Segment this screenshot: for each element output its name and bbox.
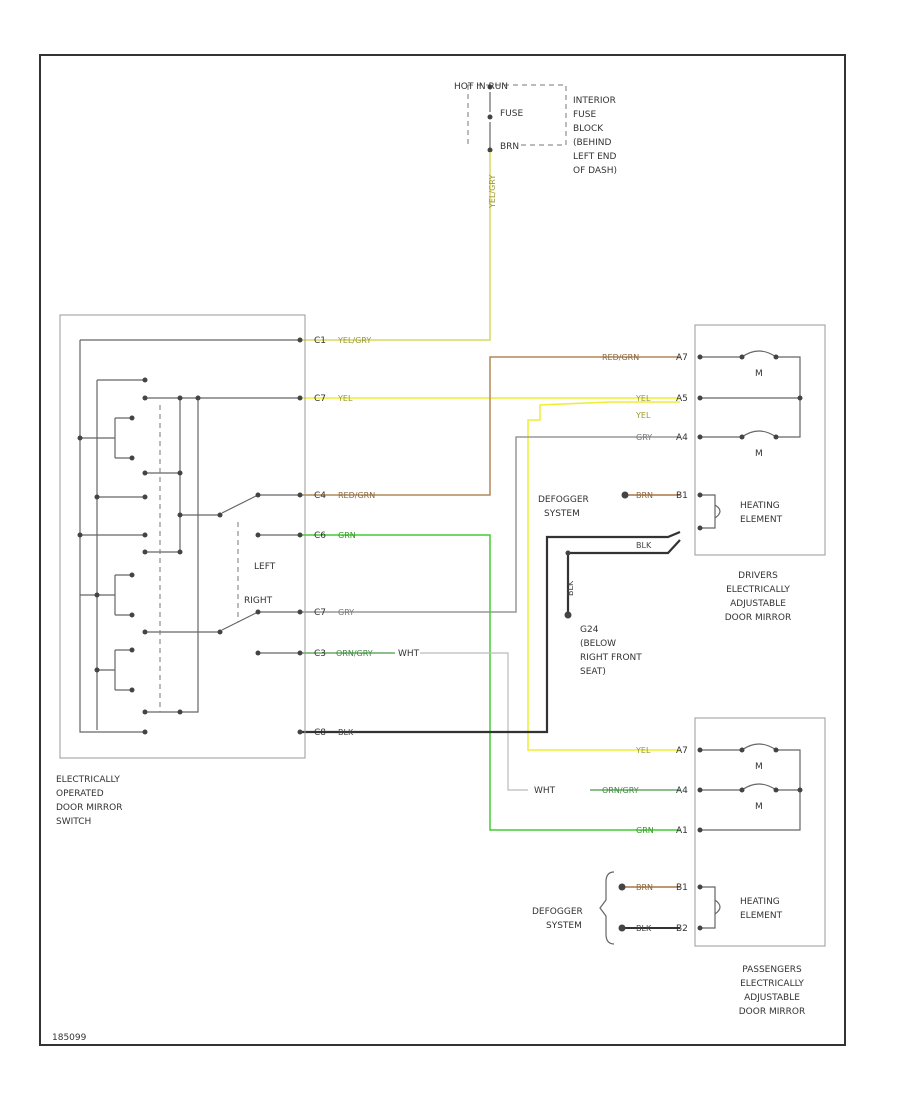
passenger-wire-3: GRN [636,826,654,835]
switch-pin-c8-wire: BLK [338,728,354,737]
passenger-defog-1: DEFOGGER [532,907,583,917]
driver-wire-1: RED/GRN [602,353,639,362]
passenger-pin-2: A4 [676,786,688,796]
wire-yel-passenger [527,401,680,751]
passenger-wht-label: WHT [534,786,556,796]
passenger-pin-3: A1 [676,826,688,836]
passenger-name-4: DOOR MIRROR [739,1007,805,1017]
passenger-pin-1: A7 [676,746,688,756]
fuse-block-desc-5: LEFT END [573,152,616,162]
fuse-hot-label: HOT IN RUN [454,82,508,92]
ground-name-1: G24 [580,625,599,635]
passenger-defog-2: SYSTEM [546,921,582,931]
switch-name-2: OPERATED [56,789,104,799]
passenger-defog-pin-blk: B2 [676,924,688,934]
driver-pin-2: A5 [676,394,688,404]
switch-pin-c7b: C7 [314,608,326,618]
wire-grn [300,534,680,831]
driver-name-2: ELECTRICALLY [726,585,790,595]
passenger-mirror: M M YEL A7 WHT ORN/GRY A4 GRN A1 DEFOGGE… [532,717,826,1017]
fuse-block-desc-6: OF DASH) [573,166,617,176]
switch-pin-c7a: C7 [314,394,326,404]
driver-element-2: ELEMENT [740,515,783,525]
passenger-defog-wire-blk: BLK [636,924,652,933]
driver-wire-2: YEL [635,394,651,403]
passenger-name-1: PASSENGERS [742,965,802,975]
driver-motor-1: M [755,369,763,379]
fuse-label: FUSE [500,109,523,119]
switch-pin-c3-wire: ORN/GRY [336,649,373,658]
driver-element-1: HEATING [740,501,780,511]
fuse-block-desc-1: INTERIOR [573,96,616,106]
fuse-block-desc-2: FUSE [573,110,596,120]
passenger-motor-1: M [755,762,763,772]
switch-pin-c1-wire: YEL/GRY [337,336,371,345]
driver-wire-3: GRY [636,433,652,442]
driver-pin-1: A7 [676,353,688,363]
wires [300,152,681,929]
switch-pin-c7b-wire: GRY [338,608,354,617]
ground-name-3: RIGHT FRONT [580,653,642,663]
passenger-name-2: ELECTRICALLY [740,979,804,989]
switch-pin-c4: C4 [314,491,326,501]
driver-name-4: DOOR MIRROR [725,613,791,623]
wire-wht [420,652,528,791]
passenger-wire-2: ORN/GRY [602,786,639,795]
driver-defog-2: SYSTEM [544,509,580,519]
driver-name-1: DRIVERS [738,571,778,581]
switch-name-1: ELECTRICALLY [56,775,120,785]
switch-pin-c3: C3 [314,649,326,659]
wire-gry [300,436,680,613]
wire-blk-ground [566,539,681,615]
switch-pin-c4-wire: RED/GRN [338,491,375,500]
passenger-motor-2: M [755,802,763,812]
wire-yel-gry [300,152,491,341]
switch-name-3: DOOR MIRROR [56,803,122,813]
driver-name-3: ADJUSTABLE [730,599,786,609]
passenger-defog-pin-brn: B1 [676,883,688,893]
passenger-wire-1: YEL [635,746,651,755]
fuse-block-desc-4: (BEHIND [573,138,612,148]
fuse-block-desc-3: BLOCK [573,124,604,134]
mirror-switch: LEFT RIGHT C1 YEL/GRY C7 YEL C4 RED/GRN … [56,314,420,827]
passenger-name-3: ADJUSTABLE [744,993,800,1003]
driver-yel-branch: YEL [635,411,651,420]
fuse-wire-label: YEL/GRY [488,175,497,209]
ground-g24: BLK G24 (BELOW RIGHT FRONT SEAT) [564,550,642,677]
figure-code: 185099 [52,1033,87,1043]
driver-defog-1: DEFOGGER [538,495,589,505]
driver-defog-pin-brn: B1 [676,491,688,501]
driver-pin-3: A4 [676,433,688,443]
wire-blk [300,530,681,734]
switch-pin-c6-wire: GRN [338,531,356,540]
switch-pin-c6: C6 [314,531,326,541]
driver-mirror: M M RED/GRN A7 YEL A5 YEL GRY A4 DEFOGGE… [538,324,826,623]
passenger-element-1: HEATING [740,897,780,907]
switch-name-4: SWITCH [56,817,91,827]
fuse-brn-label: BRN [500,142,519,152]
ground-name-4: SEAT) [580,667,606,677]
switch-left-label: LEFT [254,562,276,572]
diagram-frame [39,54,846,1046]
ground-wire-label: BLK [566,580,575,596]
switch-pin-c8: C8 [314,728,326,738]
driver-defog-wire-blk: BLK [636,541,652,550]
driver-defog-wire-brn: BRN [636,491,653,500]
ground-name-2: (BELOW [580,639,616,649]
wire-red-grn [300,356,680,496]
passenger-element-2: ELEMENT [740,911,783,921]
fuse-block: HOT IN RUN FUSE BRN INTERIOR FUSE BLOCK … [454,82,617,176]
driver-motor-2: M [755,449,763,459]
passenger-defog-wire-brn: BRN [636,883,653,892]
switch-wht-label: WHT [398,649,420,659]
switch-right-label: RIGHT [244,596,273,606]
switch-pin-c1: C1 [314,336,326,346]
switch-pin-c7a-wire: YEL [337,394,353,403]
